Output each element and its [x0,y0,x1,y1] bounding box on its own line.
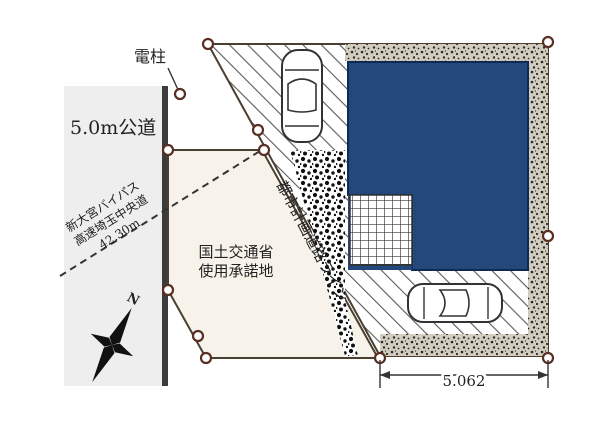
gravel-border-bottom [380,334,548,356]
boundary-node [541,35,555,49]
boundary-node [199,351,213,365]
boundary-nodes [161,35,555,365]
expressway-boundary-line [59,145,269,277]
dimension-arrow-right-icon [538,371,548,379]
boundary-node [173,87,187,101]
boundary-node [201,37,215,51]
boundary-node [161,283,175,297]
utility-pole-label: 電柱 [134,47,166,66]
boundary-node [191,329,205,343]
terrace-grid [349,194,413,266]
gravel-border-right [528,44,548,356]
gravel-border-top [345,44,548,61]
boundary-node [161,143,175,157]
mlit-label-line2: 使用承諾地 [198,262,273,280]
car-icon-bottom [407,283,503,323]
dimension-label: 5.062 [443,372,486,390]
car-icon-top [281,49,323,143]
road-label: 5.0m公道 [70,117,156,139]
north-compass-icon [90,307,134,383]
mlit-approved-land [167,149,380,359]
mlit-label-line1: 国土交通省 [198,243,273,261]
boundary-node [541,229,555,243]
boundary-node [251,123,265,137]
road-edge [162,86,168,386]
boundary-node [257,143,271,157]
dimension-arrow-left-icon [380,371,390,379]
rubble-strip [290,150,358,356]
